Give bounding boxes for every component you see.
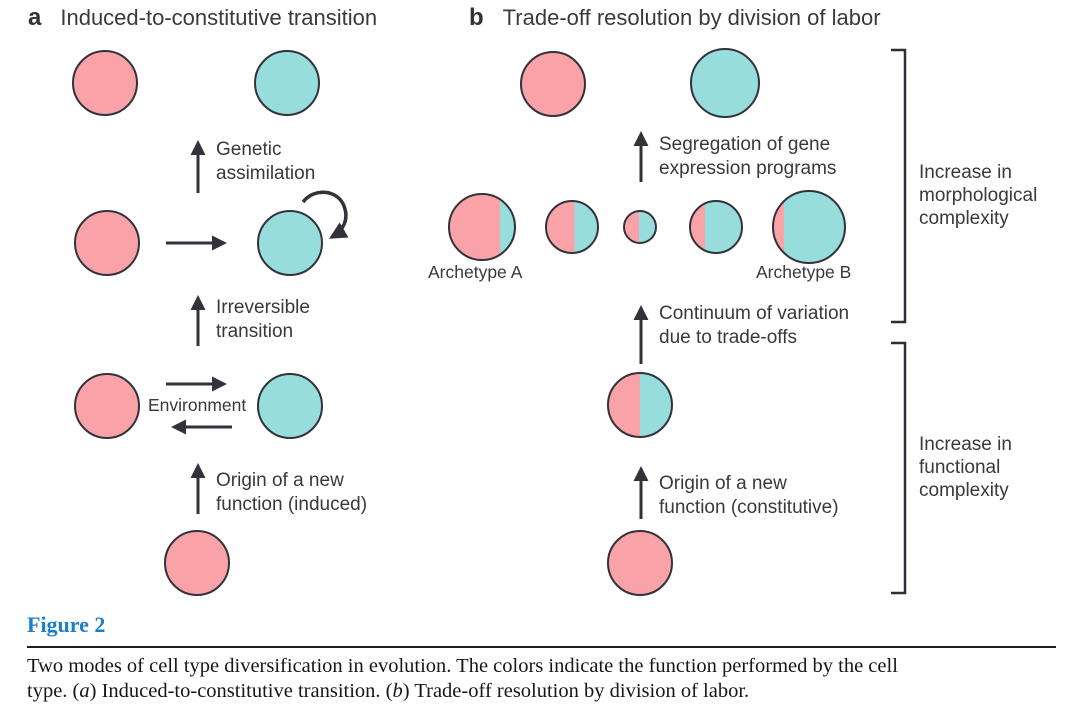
- caption-line-2: type. (a) Induced-to-constitutive transi…: [27, 680, 750, 702]
- cell-circle-pink: [164, 530, 230, 596]
- cell-circle-pink: [74, 210, 140, 276]
- cell-circle-pink: [520, 51, 586, 117]
- cell-circle-cyan: [254, 50, 320, 116]
- archetype-circle-5: [772, 190, 846, 264]
- panel-a-header: a Induced-to-constitutive transition: [28, 4, 377, 32]
- caption-divider: [27, 646, 1056, 648]
- label-increase-morphological: Increase in morphological complexity: [919, 162, 1038, 229]
- cell-circle-cyan: [690, 48, 760, 118]
- bracket-morphological: [891, 48, 907, 324]
- panel-b-header: b Trade-off resolution by division of lab…: [469, 4, 881, 32]
- cell-circle-cyan: [257, 210, 323, 276]
- label-continuum: Continuum of variation due to trade-offs: [659, 303, 850, 348]
- label-origin-constitutive: Origin of a new function (constitutive): [659, 473, 839, 518]
- panel-b-title: Trade-off resolution by division of labo…: [502, 5, 881, 30]
- label-genetic-assimilation: Genetic assimilation: [216, 139, 316, 184]
- figure-label: Figure 2: [27, 612, 106, 637]
- panel-b-letter: b: [469, 4, 484, 31]
- bracket-functional: [891, 341, 907, 595]
- cell-circle-pink: [74, 373, 140, 439]
- archetype-circle-2: [545, 200, 599, 254]
- label-increase-functional: Increase in functional complexity: [919, 434, 1012, 501]
- cell-circle-cyan: [257, 373, 323, 439]
- panel-a-title: Induced-to-constitutive transition: [60, 5, 378, 30]
- caption-line-1: Two modes of cell type diversification i…: [27, 655, 898, 677]
- cell-circle-pink: [607, 530, 673, 596]
- panel-a-letter: a: [28, 4, 42, 31]
- split-cell-circle: [607, 372, 673, 438]
- label-archetype-a: Archetype A: [428, 262, 523, 282]
- label-irreversible-transition: Irreversible transition: [216, 297, 310, 342]
- label-environment: Environment: [148, 395, 247, 415]
- label-segregation: Segregation of gene expression programs: [659, 134, 837, 179]
- archetype-circle-4: [689, 200, 743, 254]
- label-origin-induced: Origin of a new function (induced): [216, 470, 368, 515]
- archetype-circle-3: [623, 210, 657, 244]
- archetype-circle-1: [448, 193, 516, 261]
- cell-circle-pink: [72, 50, 138, 116]
- label-archetype-b: Archetype B: [756, 262, 852, 282]
- figure-caption: Two modes of cell type diversification i…: [27, 654, 1047, 704]
